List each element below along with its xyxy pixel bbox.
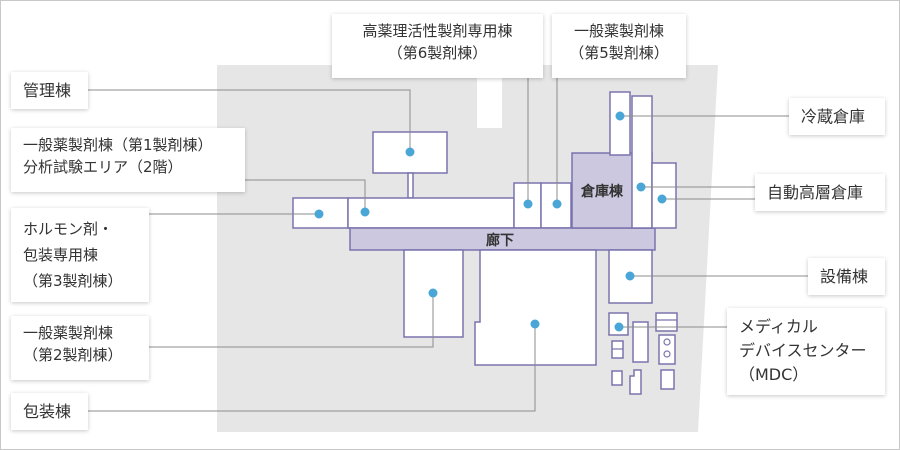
leader-kanri bbox=[87, 89, 411, 152]
souko-label: 倉庫棟 bbox=[580, 183, 624, 200]
small-building-2 bbox=[655, 312, 678, 332]
small-building-6 bbox=[629, 369, 642, 395]
dot-ippan2 bbox=[428, 288, 438, 298]
rouka-label: 廊下 bbox=[486, 232, 514, 249]
label-kanri: 管理棟 bbox=[11, 72, 88, 109]
label-setsubi: 設備棟 bbox=[808, 258, 885, 295]
small-building-1 bbox=[632, 321, 649, 363]
dot-housou bbox=[530, 319, 540, 329]
dot-ippan1 bbox=[360, 207, 370, 217]
dot-jidou-2 bbox=[657, 194, 667, 204]
label-jidou: 自動高層倉庫 bbox=[755, 174, 885, 211]
dot-horumon bbox=[314, 209, 324, 219]
small-building-5 bbox=[611, 370, 623, 386]
label-ippan5: 一般薬製剤棟 （第5製剤棟） bbox=[552, 14, 686, 78]
reizou-building bbox=[609, 91, 631, 156]
ippan1-building bbox=[347, 197, 515, 229]
dot-reizou bbox=[615, 111, 625, 121]
dot-kanri bbox=[405, 147, 415, 157]
leader-ippan2 bbox=[149, 293, 434, 348]
dot-mdc bbox=[614, 322, 624, 332]
small-building-7 bbox=[660, 369, 675, 390]
label-reizou: 冷蔵倉庫 bbox=[789, 98, 885, 135]
dot-setsubi bbox=[625, 271, 635, 281]
label-housou: 包装棟 bbox=[11, 393, 88, 430]
label-ippan2: 一般薬製剤棟 （第2製剤棟） bbox=[11, 316, 149, 380]
label-horumon: ホルモン剤・ 包装専用棟 （第3製剤棟） bbox=[11, 208, 149, 302]
label-ippan1: 一般薬製剤棟（第1製剤棟） 分析試験エリア（2階） bbox=[11, 128, 245, 192]
label-kouyaku: 高薬理活性製剤専用棟 （第6製剤棟） bbox=[332, 14, 543, 78]
leader-ippan1 bbox=[244, 179, 366, 212]
dot-ippan5 bbox=[552, 199, 562, 209]
housou-building bbox=[474, 249, 597, 366]
tall-column bbox=[631, 95, 653, 229]
label-mdc: メディカル デバイスセンター （MDC） bbox=[727, 308, 885, 395]
leader-housou bbox=[87, 324, 536, 412]
dot-jidou-1 bbox=[636, 182, 646, 192]
dot-kouyaku bbox=[523, 199, 533, 209]
kanri-connector bbox=[407, 172, 414, 199]
small-building-3 bbox=[658, 334, 676, 365]
site-cutout bbox=[477, 78, 502, 128]
